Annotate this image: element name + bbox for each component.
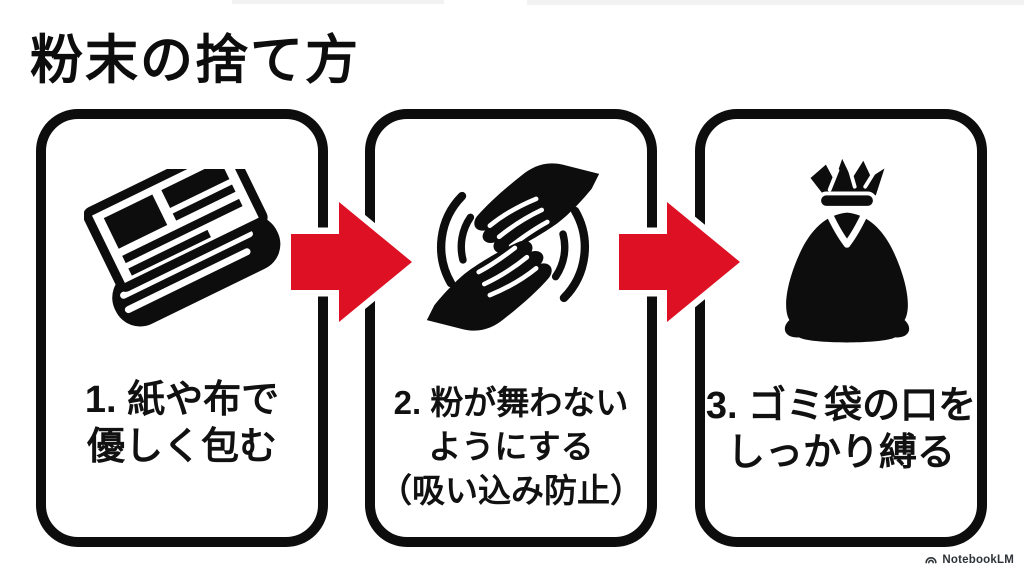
page-title: 粉末の捨て方 bbox=[30, 31, 360, 90]
watermark: NotebookLM bbox=[924, 553, 1014, 567]
watermark-label: NotebookLM bbox=[942, 554, 1014, 566]
cropped-top-artifact bbox=[232, 0, 444, 4]
step-3-line-1: 3. ゴミ袋の口を bbox=[705, 385, 977, 427]
step-2-line-1: 2. 粉が舞わない bbox=[393, 384, 629, 421]
arrow-right-icon bbox=[612, 188, 751, 336]
step-2-caption: 2. 粉が舞わない ようにする （吸い込み防止） bbox=[375, 381, 647, 513]
step-1-line-1: 1. 紙や布で bbox=[84, 379, 280, 421]
step-2-line-2: ようにする bbox=[428, 428, 594, 465]
step-box-3: 3. ゴミ袋の口を しっかり縛る bbox=[695, 109, 987, 547]
step-1-caption: 1. 紙や布で 優しく包む bbox=[46, 377, 318, 471]
newspaper-icon bbox=[83, 141, 300, 342]
notebooklm-logo-icon bbox=[925, 557, 937, 564]
step-1-line-2: 優しく包む bbox=[86, 426, 277, 468]
step-2-line-3: （吸い込み防止） bbox=[379, 472, 643, 509]
arrow-right-icon bbox=[284, 188, 423, 336]
trash-bag-icon bbox=[769, 155, 925, 352]
step-3-line-2: しっかり縛る bbox=[726, 432, 955, 474]
step-box-1: 1. 紙や布で 優しく包む bbox=[36, 109, 328, 547]
step-box-2: 2. 粉が舞わない ようにする （吸い込み防止） bbox=[365, 109, 657, 547]
hands-icon bbox=[425, 159, 601, 340]
cropped-top-artifact bbox=[527, 0, 1024, 5]
step-3-caption: 3. ゴミ袋の口を しっかり縛る bbox=[705, 383, 977, 477]
